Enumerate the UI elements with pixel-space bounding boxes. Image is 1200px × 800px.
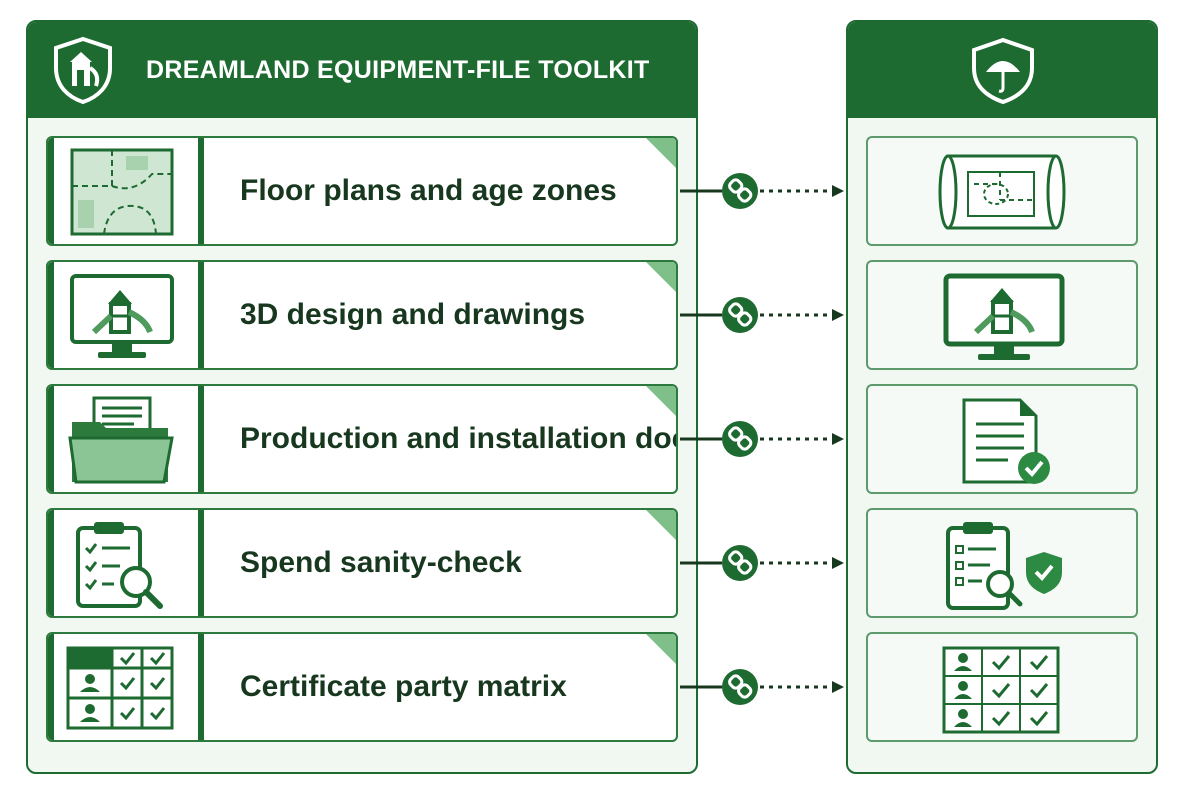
folder-documents-icon xyxy=(68,396,174,484)
card-label: 3D design and drawings xyxy=(240,298,586,331)
card-icon-box xyxy=(48,634,204,740)
toolkit-header: DREAMLAND EQUIPMENT-FILE TOOLKIT xyxy=(28,22,696,118)
archive-card-production-docs[interactable] xyxy=(866,384,1138,494)
connector-3 xyxy=(680,421,844,457)
card-production-docs[interactable]: Production and installation docs xyxy=(46,384,678,494)
playground-shield-icon xyxy=(54,36,112,105)
archive-card-floor-plans[interactable] xyxy=(866,136,1138,246)
monitor-playground-icon xyxy=(70,274,174,358)
monitor-playground-icon xyxy=(943,273,1065,360)
card-certificate-matrix[interactable]: Certificate party matrix xyxy=(46,632,678,742)
connector-2 xyxy=(680,297,844,333)
card-icon-box xyxy=(48,262,204,368)
card-label: Production and installation docs xyxy=(240,422,678,455)
card-icon-box xyxy=(48,386,204,492)
card-spend-check[interactable]: Spend sanity-check xyxy=(46,508,678,618)
connector-5 xyxy=(680,669,844,705)
toolkit-panel: DREAMLAND EQUIPMENT-FILE TOOLKIT Floor p… xyxy=(26,20,698,774)
clipboard-shield-check-icon xyxy=(946,522,1062,610)
page-fold-icon xyxy=(646,634,676,664)
party-matrix-icon xyxy=(66,646,174,730)
card-icon-box xyxy=(48,138,204,244)
page-fold-icon xyxy=(646,138,676,168)
connector-1 xyxy=(680,173,844,209)
umbrella-shield-icon xyxy=(972,37,1034,105)
party-matrix-icon xyxy=(942,646,1060,734)
card-label: Spend sanity-check xyxy=(240,546,522,579)
card-floor-plans[interactable]: Floor plans and age zones xyxy=(46,136,678,246)
card-label: Certificate party matrix xyxy=(240,670,567,703)
page-fold-icon xyxy=(646,510,676,540)
page-fold-icon xyxy=(646,386,676,416)
archive-card-3d-design[interactable] xyxy=(866,260,1138,370)
floor-plan-icon xyxy=(70,148,174,236)
connector-4 xyxy=(680,545,844,581)
toolkit-title: DREAMLAND EQUIPMENT-FILE TOOLKIT xyxy=(146,56,650,84)
archive-panel xyxy=(846,20,1158,774)
card-3d-design[interactable]: 3D design and drawings xyxy=(46,260,678,370)
document-check-icon xyxy=(962,398,1050,484)
clipboard-magnifier-icon xyxy=(76,522,163,609)
card-label: Floor plans and age zones xyxy=(240,174,617,207)
archive-card-certificate-matrix[interactable] xyxy=(866,632,1138,742)
archive-header xyxy=(848,22,1156,118)
card-icon-box xyxy=(48,510,204,616)
page-fold-icon xyxy=(646,262,676,292)
blueprint-scroll-icon xyxy=(938,154,1066,230)
archive-card-spend-check[interactable] xyxy=(866,508,1138,618)
